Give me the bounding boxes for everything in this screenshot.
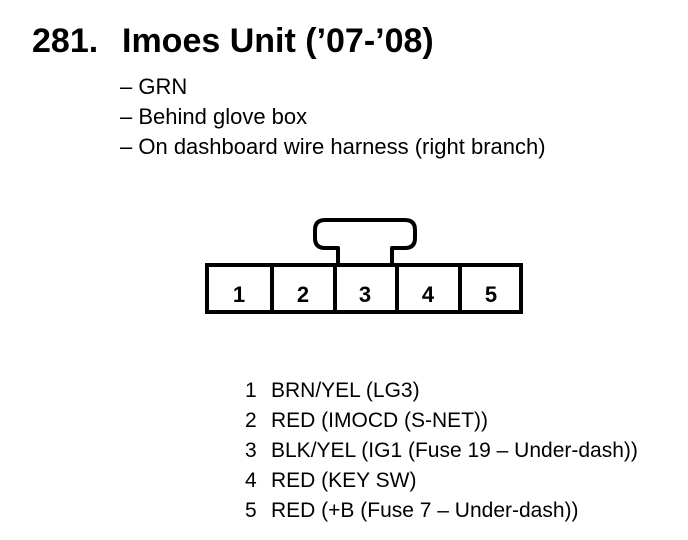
- pin-assignment-row: 1 BRN/YEL (LG3): [245, 376, 638, 406]
- page-title: 281. Imoes Unit (’07-’08): [32, 22, 434, 61]
- connector-body: [205, 263, 523, 314]
- pin-assignment-list: 1 BRN/YEL (LG3) 2 RED (IMOCD (S-NET)) 3 BLK…: [245, 376, 638, 526]
- section-title: Imoes Unit (’07-’08): [122, 22, 434, 60]
- pin-description: RED (+B (Fuse 7 – Under-dash)): [271, 499, 579, 522]
- pin-assignment-row: 3 BLK/YEL (IG1 (Fuse 19 – Under-dash)): [245, 436, 638, 466]
- notes-list: GRN Behind glove box On dashboard wire h…: [120, 72, 546, 162]
- pin-assignment-row: 4 RED (KEY SW): [245, 466, 638, 496]
- section-number: 281.: [32, 22, 99, 60]
- pin-number: 4: [245, 469, 257, 492]
- pin-description: RED (IMOCD (S-NET)): [271, 409, 488, 432]
- pin-label-4: 4: [422, 282, 435, 307]
- note-location: Behind glove box: [120, 102, 546, 132]
- pin-label-2: 2: [297, 282, 309, 307]
- pin-label-3: 3: [359, 282, 371, 307]
- pin-label-5: 5: [485, 282, 497, 307]
- connector-lock-tab: [313, 218, 417, 267]
- pin-number: 3: [245, 439, 257, 462]
- pin-label-1: 1: [233, 282, 245, 307]
- pin-description: RED (KEY SW): [271, 469, 417, 492]
- pin-assignment-row: 5 RED (+B (Fuse 7 – Under-dash)): [245, 496, 638, 526]
- note-color: GRN: [120, 72, 546, 102]
- pin-number: 1: [245, 379, 257, 402]
- pin-assignment-row: 2 RED (IMOCD (S-NET)): [245, 406, 638, 436]
- connector-diagram: 1 2 3 4 5: [205, 218, 523, 314]
- pin-description: BLK/YEL (IG1 (Fuse 19 – Under-dash)): [271, 439, 638, 462]
- note-harness: On dashboard wire harness (right branch): [120, 132, 545, 162]
- pin-description: BRN/YEL (LG3): [271, 379, 420, 402]
- pin-number: 2: [245, 409, 257, 432]
- pin-number: 5: [245, 499, 257, 522]
